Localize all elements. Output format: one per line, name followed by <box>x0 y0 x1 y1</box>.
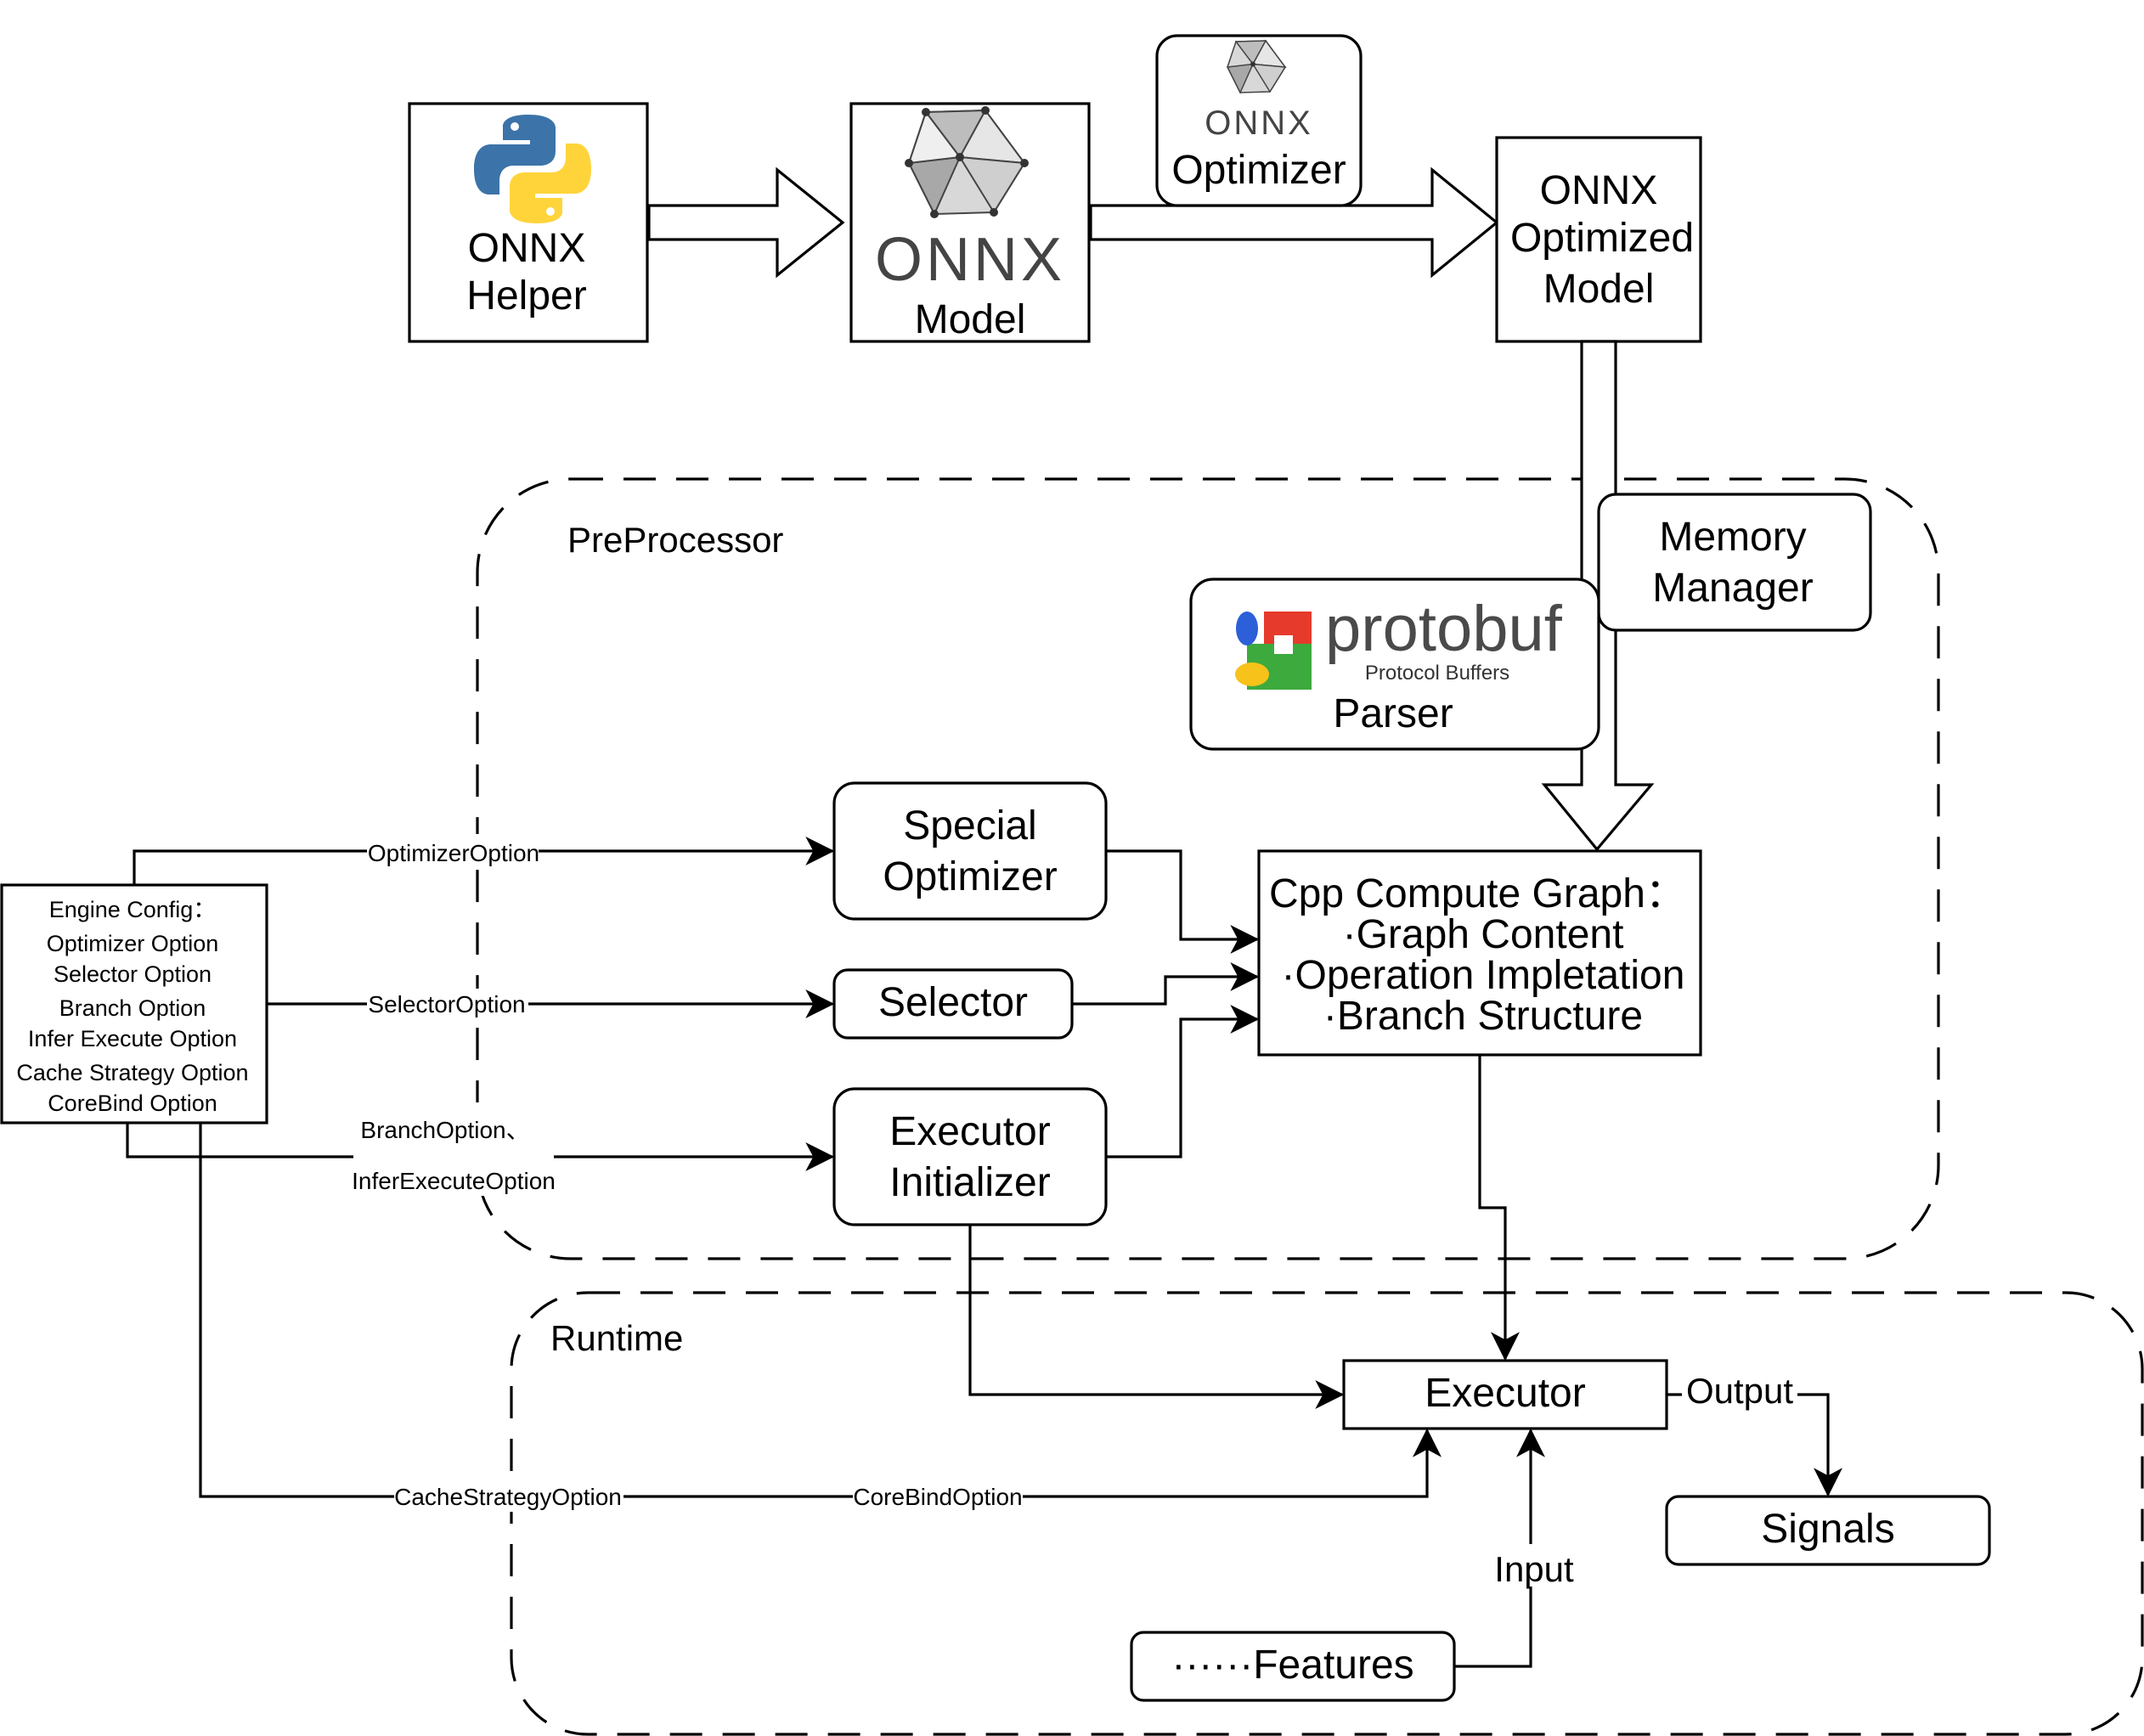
compute-graph-line-2: ·Graph Content <box>1343 912 1624 957</box>
executor-label: Executor <box>1425 1371 1585 1416</box>
model-to-optimized-arrow <box>1089 166 1499 279</box>
engine-config-box: Engine Config： Optimizer Option Selector… <box>0 883 268 1124</box>
engine-config-line-5: Infer Execute Option <box>28 1026 237 1051</box>
engine-config-line-2: Optimizer Option <box>47 931 219 956</box>
optimizer-onnx-wordmark: ONNX <box>1205 104 1313 142</box>
executor-initializer-to-graph-edge <box>1106 1005 1260 1158</box>
onnx-optimized-model-box: ONNX Optimized Model <box>1495 136 1702 343</box>
compute-graph-line-3: ·Operation Impletation <box>1282 953 1685 998</box>
parser-label: Parser <box>1333 691 1453 736</box>
infer-execute-option-label: InferExecuteOption <box>352 1168 556 1194</box>
engine-config-line-4: Branch Option <box>59 995 206 1021</box>
engine-config-line-1: Engine Config： <box>49 897 217 922</box>
signals-box: Signals <box>1665 1495 1991 1566</box>
signals-label: Signals <box>1761 1507 1894 1552</box>
executor-initializer-box: Executor Initializer <box>832 1087 1108 1226</box>
optimized-line-2: Optimized <box>1510 216 1694 261</box>
runtime-group <box>510 1291 2144 1736</box>
selector-option-label: SelectorOption <box>368 991 525 1017</box>
google-protobuf-logo-icon <box>1235 612 1312 690</box>
memory-manager-line-2: Manager <box>1652 566 1813 611</box>
optimizer-option-edge <box>133 837 835 885</box>
selector-to-graph-edge <box>1072 962 1260 1006</box>
protobuf-subtitle: Protocol Buffers <box>1365 662 1509 685</box>
input-edge <box>1454 1428 1545 1668</box>
executor-initializer-line-2: Initializer <box>889 1160 1050 1205</box>
model-onnx-wordmark: ONNX <box>875 226 1065 294</box>
engine-config-line-6: Cache Strategy Option <box>16 1060 248 1085</box>
engine-config-line-7: CoreBind Option <box>48 1091 217 1116</box>
executor-initializer-to-executor-edge <box>968 1225 1345 1409</box>
special-optimizer-line-1: Special <box>903 803 1036 848</box>
compute-graph-box: Cpp Compute Graph： ·Graph Content ·Opera… <box>1257 849 1702 1057</box>
helper-line-2: Helper <box>466 273 586 318</box>
branch-option-edge <box>126 1123 835 1171</box>
onnx-logo-icon <box>905 106 1029 218</box>
optimizer-label: Optimizer <box>1171 148 1346 193</box>
special-optimizer-to-graph-edge <box>1106 849 1260 954</box>
optimized-line-1: ONNX <box>1540 168 1658 213</box>
optimized-line-3: Model <box>1543 267 1655 312</box>
selector-label: Selector <box>878 980 1028 1025</box>
onnx-logo-icon <box>1226 39 1287 94</box>
protobuf-wordmark: protobuf <box>1325 593 1563 665</box>
compute-graph-line-4: ·Branch Structure <box>1323 994 1643 1039</box>
output-label: Output <box>1686 1371 1793 1411</box>
special-optimizer-line-2: Optimizer <box>883 854 1057 899</box>
branch-option-label: BranchOption、 <box>360 1117 529 1143</box>
cache-strategy-option-label: CacheStrategyOption <box>394 1484 622 1510</box>
graph-to-executor-edge <box>1478 1055 1520 1361</box>
preprocessor-group <box>476 477 1940 1260</box>
corebind-option-label: CoreBindOption <box>853 1484 1022 1510</box>
runtime-title: Runtime <box>550 1318 683 1358</box>
executor-initializer-line-1: Executor <box>889 1109 1050 1154</box>
onnx-optimizer-box: ONNX Optimizer <box>1155 34 1363 207</box>
selector-box: Selector <box>832 968 1074 1040</box>
memory-manager-box: Memory Manager <box>1597 493 1872 632</box>
preprocessor-title: PreProcessor <box>567 520 783 560</box>
model-label: Model <box>915 297 1026 342</box>
optimizer-option-label: OptimizerOption <box>368 840 539 866</box>
helper-to-model-arrow <box>647 166 845 279</box>
special-optimizer-box: Special Optimizer <box>832 781 1108 921</box>
engine-config-line-3: Selector Option <box>54 961 212 987</box>
onnx-helper-box: ONNX Helper <box>408 102 649 343</box>
python-logo-icon <box>474 115 591 223</box>
onnx-model-box: ONNX Model <box>849 102 1091 343</box>
memory-manager-line-1: Memory <box>1659 515 1806 560</box>
protobuf-parser-box: protobuf Protocol Buffers Parser <box>1189 578 1600 751</box>
helper-line-1: ONNX <box>468 226 586 271</box>
features-box: ······Features <box>1130 1631 1456 1702</box>
compute-graph-line-1: Cpp Compute Graph： <box>1269 871 1686 916</box>
input-label: Input <box>1494 1549 1574 1589</box>
cache-strategy-option-edge <box>199 1123 1442 1498</box>
features-label: ······Features <box>1171 1643 1413 1688</box>
executor-box: Executor <box>1342 1359 1668 1430</box>
